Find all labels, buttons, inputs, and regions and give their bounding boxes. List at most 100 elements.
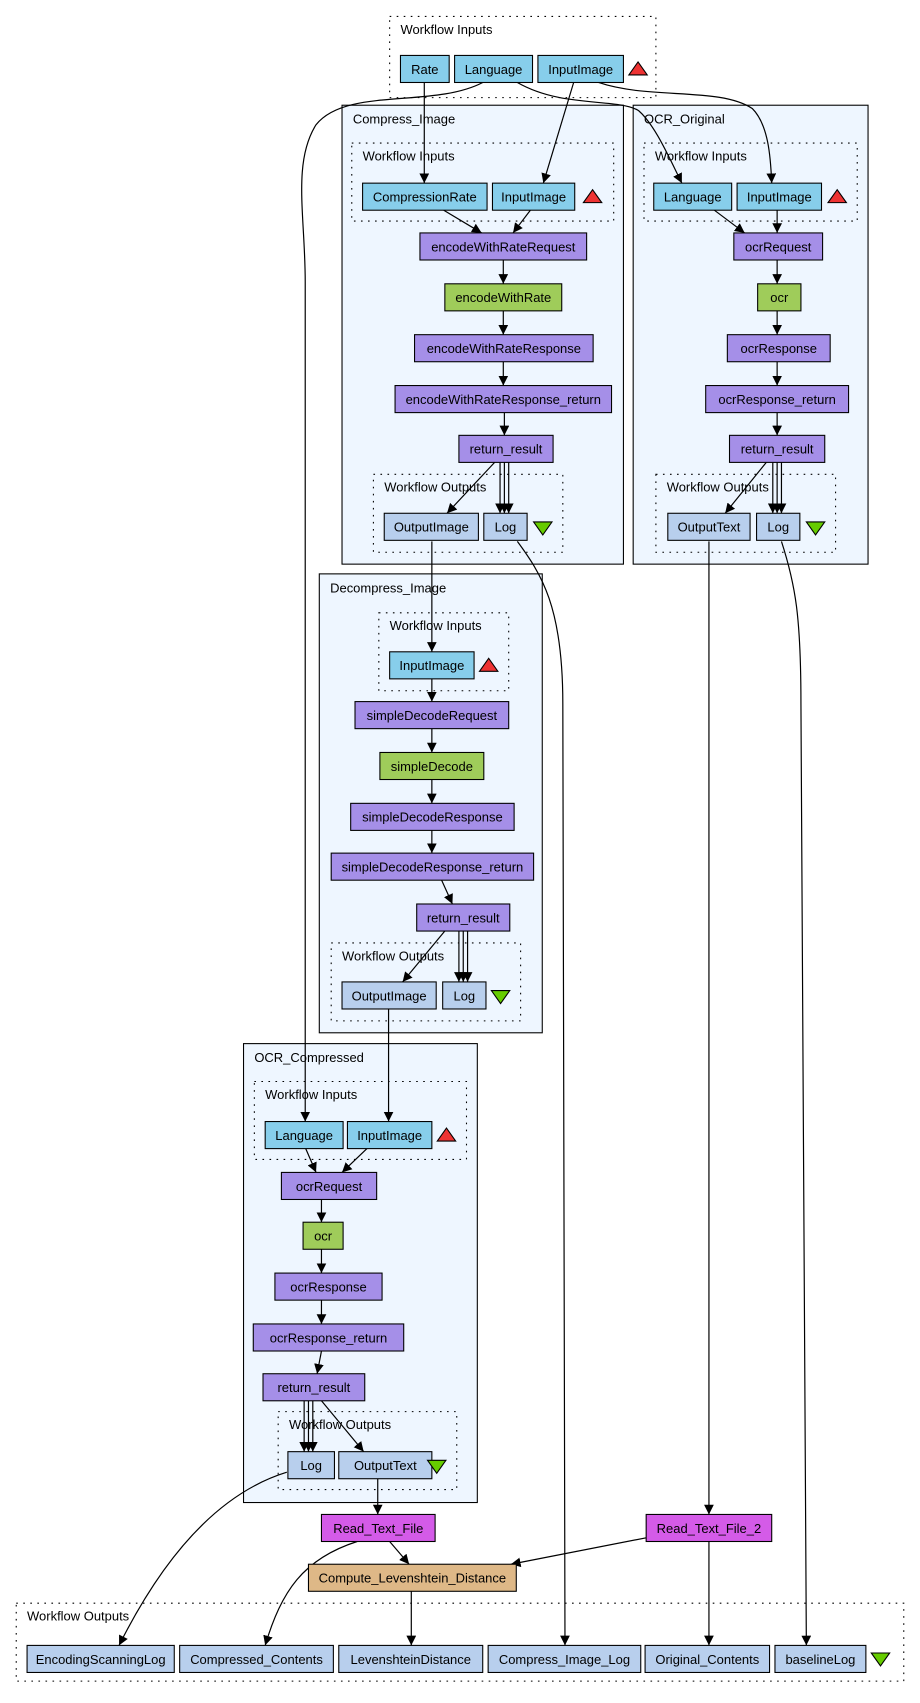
node-ocr-orig-log-label: Log <box>767 520 789 535</box>
output-marker-icon <box>532 521 554 536</box>
node-ocr-orig-inputimage[interactable]: InputImage <box>736 182 823 211</box>
node-decompress-return-result[interactable]: return_result <box>416 903 511 932</box>
node-ocr-orig-ocrresponse-return[interactable]: ocrResponse_return <box>705 385 850 414</box>
node-ocr-comp-ocrresponse-return[interactable]: ocrResponse_return <box>252 1323 405 1352</box>
node-simpledecoderequest[interactable]: simpleDecodeRequest <box>354 701 510 730</box>
node-simpledecoderesponse-label: simpleDecodeResponse <box>362 810 503 825</box>
node-ocr-comp-log[interactable]: Log <box>287 1451 335 1480</box>
node-baselinelog[interactable]: baselineLog <box>774 1644 867 1674</box>
node-ocr-comp-ocrresponse[interactable]: ocrResponse <box>274 1272 383 1301</box>
node-compress-outputimage[interactable]: OutputImage <box>383 512 479 541</box>
node-decompress-inputimage-label: InputImage <box>399 658 464 673</box>
node-original-contents-label: Original_Contents <box>655 1652 759 1667</box>
node-compress-inputimage[interactable]: InputImage <box>491 182 576 211</box>
node-ocr-orig-log[interactable]: Log <box>756 512 801 541</box>
node-decompress-log[interactable]: Log <box>442 981 487 1010</box>
node-simpledecoderesponse-return[interactable]: simpleDecodeResponse_return <box>330 852 535 881</box>
ocr-original-outputs-box <box>655 473 837 553</box>
decompress-inputs-box <box>378 612 510 692</box>
edge-language-to-ocr-original-language <box>517 81 683 184</box>
node-read-text-file[interactable]: Read_Text_File <box>320 1513 436 1543</box>
node-compute-levenshtein-distance-label: Compute_Levenshtein_Distance <box>319 1571 506 1586</box>
node-ocr-orig-ocrrequest[interactable]: ocrRequest <box>733 232 824 261</box>
compress-inputs-label: Workflow Inputs <box>363 148 456 163</box>
ocr-original-inputs-label: Workflow Inputs <box>655 148 748 163</box>
node-decompress-outputimage[interactable]: OutputImage <box>341 981 437 1010</box>
node-decompress-return-result-label: return_result <box>427 910 500 925</box>
node-ocr-comp-outputtext-label: OutputText <box>354 1458 417 1473</box>
node-simpledecode[interactable]: simpleDecode <box>379 751 485 781</box>
node-decompress-log-label: Log <box>454 988 476 1003</box>
node-ocr-orig-ocr[interactable]: ocr <box>757 283 802 312</box>
top-inputs-label: Workflow Inputs <box>400 22 493 37</box>
ocr-compressed-outputs-box <box>277 1411 458 1491</box>
node-encodewithrateresponse-return[interactable]: encodeWithRateResponse_return <box>394 385 613 414</box>
node-ocr-orig-return-result[interactable]: return_result <box>728 434 826 463</box>
node-language-label: Language <box>465 62 523 77</box>
node-levenshteindistance[interactable]: LevenshteinDistance <box>338 1644 484 1674</box>
node-decompress-outputimage-label: OutputImage <box>352 988 427 1003</box>
node-encodewithrate-label: encodeWithRate <box>455 290 551 305</box>
node-decompress-inputimage[interactable]: InputImage <box>389 651 475 680</box>
edge-read-text-file-to-compute <box>389 1541 410 1565</box>
edge-ocr-comp-return-to-result <box>314 1350 324 1374</box>
edge-ocr-comp-result-to-outputtext <box>321 1400 365 1453</box>
node-simpledecode-label: simpleDecode <box>391 759 473 774</box>
node-ocr-comp-ocrresponse-return-label: ocrResponse_return <box>270 1330 388 1345</box>
compress-outputs-label: Workflow Outputs <box>384 480 487 495</box>
edge-ocr-orig-language-to-request <box>713 209 746 234</box>
node-compress-image-log[interactable]: Compress_Image_Log <box>487 1644 642 1674</box>
node-ocr-comp-return-result[interactable]: return_result <box>262 1373 366 1402</box>
node-ocr-orig-return-result-label: return_result <box>741 442 814 457</box>
node-language[interactable]: Language <box>454 54 534 84</box>
node-encodingscanninglog[interactable]: EncodingScanningLog <box>26 1644 175 1674</box>
node-compress-log[interactable]: Log <box>483 512 528 541</box>
edge-ocr-comp-language-to-request <box>304 1147 317 1173</box>
node-compute-levenshtein-distance[interactable]: Compute_Levenshtein_Distance <box>307 1563 517 1592</box>
ocr-original-inputs-box <box>643 142 858 222</box>
ocr-compressed-inputs-box <box>253 1080 468 1160</box>
edge-inputimage-to-ocr-original-inputimage <box>598 81 777 184</box>
node-ocr-orig-ocrresponse[interactable]: ocrResponse <box>726 334 831 363</box>
node-simpledecoderequest-label: simpleDecodeRequest <box>367 708 498 723</box>
node-ocr-comp-inputimage[interactable]: InputImage <box>346 1121 433 1150</box>
cluster-decompress-image-label: Decompress_Image <box>330 580 446 595</box>
bottom-outputs-label: Workflow Outputs <box>27 1609 130 1624</box>
node-encodingscanninglog-label: EncodingScanningLog <box>36 1652 166 1667</box>
node-simpledecoderesponse[interactable]: simpleDecodeResponse <box>350 802 515 831</box>
node-compressed-contents[interactable]: Compressed_Contents <box>179 1644 334 1674</box>
node-inputimage-label: InputImage <box>548 62 613 77</box>
node-rate-label: Rate <box>411 62 438 77</box>
node-ocr-comp-ocr[interactable]: ocr <box>302 1221 344 1250</box>
input-marker-icon <box>627 60 649 76</box>
edge-ocr-comp-inputimage-to-request <box>341 1147 369 1173</box>
node-ocr-orig-language[interactable]: Language <box>653 182 733 211</box>
ocr-original-outputs-label: Workflow Outputs <box>667 480 770 495</box>
cluster-compress-image-label: Compress_Image <box>353 112 455 127</box>
node-compress-return-result-label: return_result <box>470 442 543 457</box>
node-simpledecoderesponse-return-label: simpleDecodeResponse_return <box>342 860 524 875</box>
node-encodewithrateresponse[interactable]: encodeWithRateResponse <box>414 334 594 363</box>
node-read-text-file-2-label: Read_Text_File_2 <box>657 1521 762 1536</box>
node-inputimage[interactable]: InputImage <box>537 54 624 84</box>
node-ocr-comp-ocrrequest-label: ocrRequest <box>296 1179 363 1194</box>
node-encodewithrate[interactable]: encodeWithRate <box>444 283 563 312</box>
node-levenshteindistance-label: LevenshteinDistance <box>351 1652 471 1667</box>
node-rate[interactable]: Rate <box>399 54 450 84</box>
node-ocr-comp-ocr-label: ocr <box>314 1229 333 1244</box>
input-marker-icon <box>478 657 499 672</box>
node-original-contents[interactable]: Original_Contents <box>644 1644 771 1674</box>
decompress-outputs-label: Workflow Outputs <box>342 948 445 963</box>
node-compressed-contents-label: Compressed_Contents <box>190 1652 323 1667</box>
node-ocr-orig-outputtext[interactable]: OutputText <box>667 512 751 541</box>
edges <box>118 81 812 1646</box>
node-read-text-file-2[interactable]: Read_Text_File_2 <box>645 1513 773 1543</box>
compress-inputs-box <box>351 142 615 222</box>
node-ocr-comp-language[interactable]: Language <box>264 1121 344 1150</box>
node-ocr-comp-outputtext[interactable]: OutputText <box>338 1451 433 1480</box>
node-encodewithraterequest[interactable]: encodeWithRateRequest <box>419 232 588 261</box>
node-compressionrate[interactable]: CompressionRate <box>362 182 488 211</box>
node-compress-return-result[interactable]: return_result <box>458 434 554 463</box>
node-ocr-comp-ocrrequest[interactable]: ocrRequest <box>280 1171 378 1201</box>
node-encodewithrateresponse-label: encodeWithRateResponse <box>427 341 581 356</box>
